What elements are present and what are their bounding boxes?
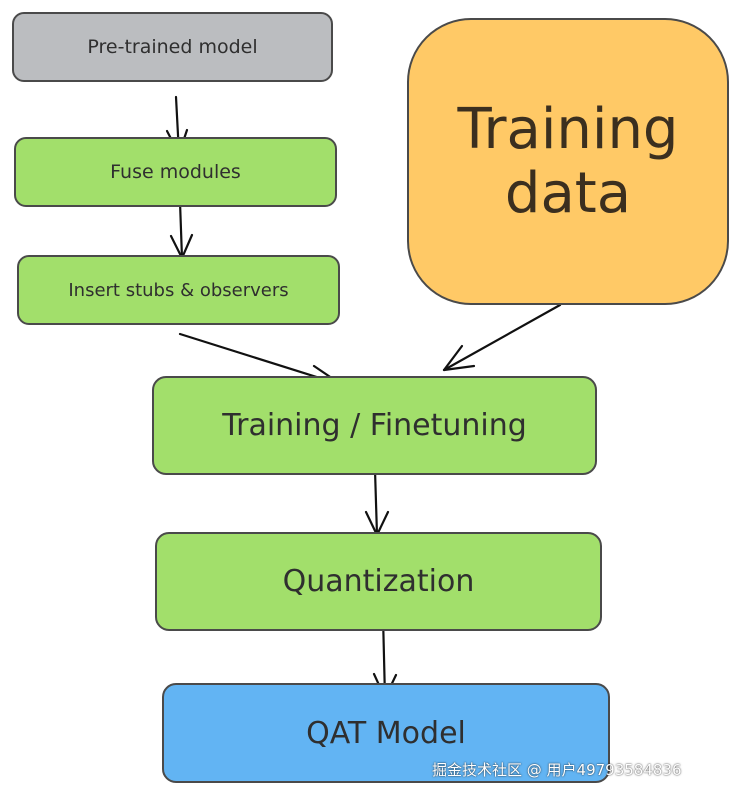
node-training-data-line1: Training	[457, 96, 679, 162]
node-quantization-label: Quantization	[282, 564, 475, 599]
node-qat-model: QAT Model	[162, 683, 610, 783]
node-training-finetuning-label: Training / Finetuning	[222, 408, 527, 443]
node-training-finetuning: Training / Finetuning	[152, 376, 597, 475]
edge-finetune-to-quant	[364, 468, 390, 537]
node-pretrained-model: Pre-trained model	[12, 12, 333, 82]
node-fuse-modules-label: Fuse modules	[110, 161, 241, 183]
node-pretrained-model-label: Pre-trained model	[87, 36, 258, 58]
node-training-data-label: Training data	[457, 96, 679, 226]
edge-fuse-to-insert	[169, 200, 194, 260]
node-quantization: Quantization	[155, 532, 602, 631]
node-qat-model-label: QAT Model	[306, 715, 466, 751]
node-training-data-line2: data	[504, 160, 632, 226]
node-training-data: Training data	[407, 18, 729, 305]
node-fuse-modules: Fuse modules	[14, 137, 337, 207]
node-insert-stubs-observers-label: Insert stubs & observers	[68, 279, 289, 301]
node-insert-stubs-observers: Insert stubs & observers	[17, 255, 340, 325]
watermark-text: 掘金技术社区 @ 用户49793584836	[432, 761, 682, 779]
edge-trainingdata-to-finetune	[442, 303, 562, 372]
